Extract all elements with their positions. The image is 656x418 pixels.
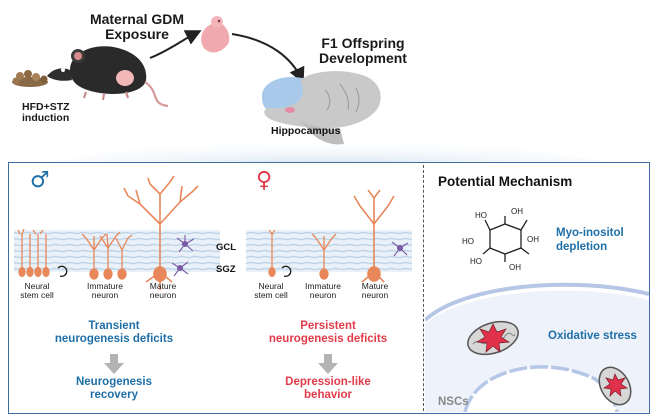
nsc-label: NSCs (438, 396, 469, 408)
oh-5: HO (470, 257, 482, 266)
male-finding: Transient neurogenesis deficits (54, 320, 174, 345)
header-illustration: Hippocampus (12, 16, 630, 165)
male-immature-neurons (81, 231, 133, 280)
female-symbol-icon: ♀ (256, 168, 273, 193)
mitochondrion-2 (598, 366, 632, 406)
brain-icon (262, 71, 381, 145)
female-tissue-band (246, 230, 412, 272)
induction-label: HFD+STZ induction (22, 101, 70, 124)
mechanism-illustration: HO OH HO OH HO OH (425, 207, 649, 412)
female-glia (391, 241, 409, 257)
myo-inositol-label: Myo-inositol depletion (556, 227, 624, 253)
female-immature-label: Immature neuron (305, 281, 341, 300)
female-stem-cell-label: Neural stem cell (254, 281, 288, 300)
offspring-label: F1 Offspring Development (319, 35, 407, 66)
embryo-icon (201, 16, 230, 53)
exposure-label: Maternal GDM Exposure (89, 11, 185, 42)
cell-membrane-1 (425, 282, 649, 322)
arrow-to-embryo (149, 30, 202, 59)
panel-divider (423, 165, 424, 411)
male-glia (171, 235, 195, 277)
female-outcome: Depression-like behavior (285, 376, 371, 401)
male-mature-label: Mature neuron (149, 281, 177, 300)
male-stem-cell-label: Neural stem cell (20, 281, 54, 300)
myo-inositol-structure (482, 216, 530, 262)
female-cycle-arrow (281, 265, 292, 278)
oh-2: OH (511, 207, 523, 216)
male-stem-cells (17, 228, 50, 278)
arrow-to-brain (231, 33, 305, 84)
food-pellets (12, 70, 48, 87)
hippocampus-label: Hippocampus (271, 125, 341, 137)
oh-1: HO (475, 211, 487, 220)
mitochondrion-1 (467, 320, 519, 356)
male-tissue-band (14, 230, 220, 272)
male-outcome: Neurogenesis recovery (75, 376, 153, 401)
oh-4: OH (527, 235, 539, 244)
male-cycle-arrow (57, 265, 68, 278)
mechanism-title: Potential Mechanism (438, 174, 573, 189)
oh-6: OH (509, 263, 521, 272)
oh-3: HO (462, 237, 474, 246)
female-mature-neuron (353, 189, 395, 283)
neurogenesis-illustration (14, 175, 412, 374)
mouse-icon (47, 46, 169, 108)
male-symbol-icon: ♂ (30, 168, 50, 193)
gcl-label: GCL (216, 242, 237, 253)
oxidative-stress-label: Oxidative stress (548, 330, 637, 342)
molecule-hydroxyls: HO OH HO OH HO OH (462, 207, 539, 272)
female-stem-cell (268, 229, 276, 278)
female-immature-neuron (311, 233, 337, 280)
female-finding: Persistent neurogenesis deficits (268, 320, 388, 345)
sgz-label: SGZ (216, 264, 236, 275)
projection-beam (30, 128, 630, 165)
male-mature-neuron (123, 175, 199, 290)
female-down-arrow (318, 354, 338, 374)
male-immature-label: Immature neuron (87, 281, 123, 300)
male-down-arrow (104, 354, 124, 374)
female-mature-label: Mature neuron (361, 281, 389, 300)
